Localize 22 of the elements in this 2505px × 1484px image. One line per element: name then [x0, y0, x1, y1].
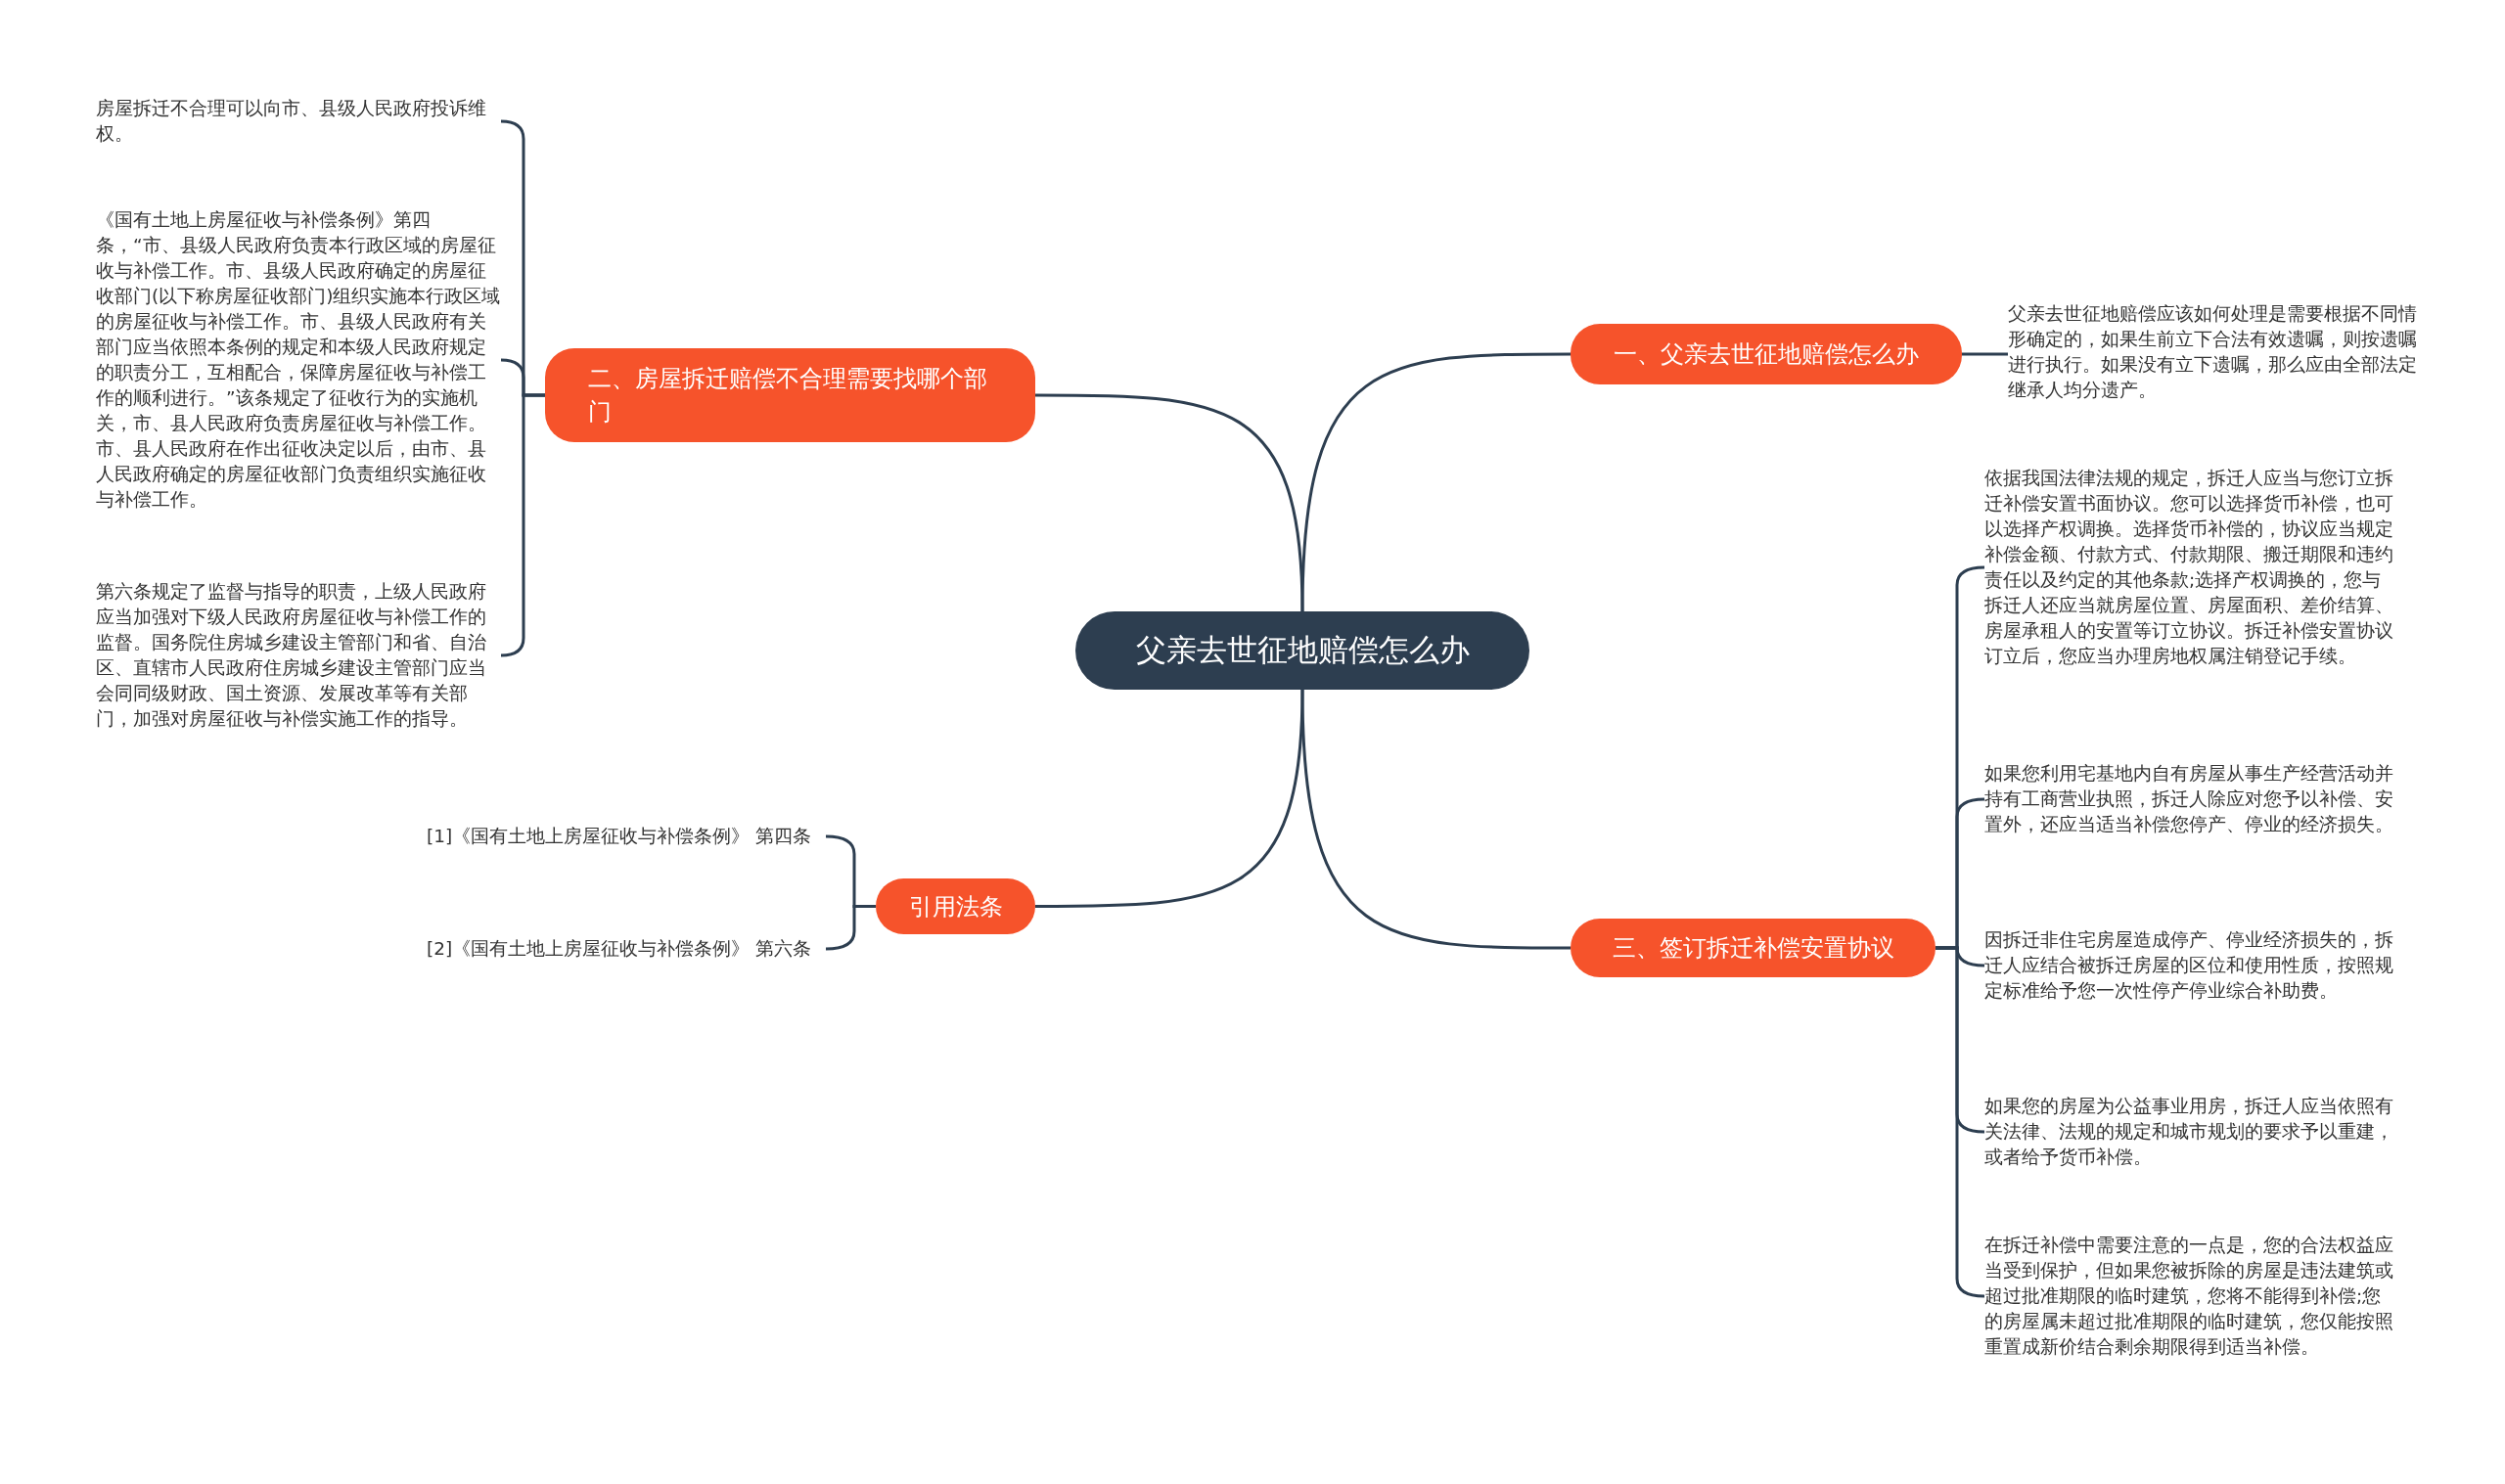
- connector: [1035, 393, 1304, 612]
- topic-pill: 三、签订拆迁补偿安置协议: [1571, 919, 1936, 977]
- topic-pill: 引用法条: [876, 878, 1035, 934]
- connector: [1300, 689, 1571, 950]
- topic-pill: 二、房屋拆迁赔偿不合理需要找哪个部门: [545, 348, 1035, 442]
- connector: [1962, 352, 2008, 356]
- note-text: [2]《国有土地上房屋征收与补偿条例》 第六条: [427, 936, 826, 962]
- connector: [1035, 689, 1304, 908]
- note-text: 如果您的房屋为公益事业用房，拆迁人应当依照有关法律、法规的规定和城市规划的要求予以重建，或者给予货币补偿。: [1984, 1094, 2395, 1170]
- note-text: 第六条规定了监督与指导的职责，上级人民政府应当加强对下级人民政府房屋征收与补偿工作的监督。国务院住房城乡建设主管部门和省、自治区、直辖市人民政府住房城乡建设主管部门应当会同同级财政、国土资源、发展改革等有关部门，加强对房屋征收与补偿实施工作的指导。: [96, 579, 501, 732]
- note-text: [1]《国有土地上房屋征收与补偿条例》 第四条: [427, 824, 826, 849]
- note-text: 《国有土地上房屋征收与补偿条例》第四条，“市、县级人民政府负责本行政区域的房屋征收与补偿工作。市、县级人民政府确定的房屋征收部门(以下称房屋征收部门)组织实施本行政区域的房屋征收与补偿工作。市、县级人民政府有关部门应当依照本条例的规定和本级人民政府规定的职责分工，互相配合，保障房屋征收与补偿工作的顺利进行。”该条规定了征收行为的实施机关，市、县人民政府负责房屋征收与补偿工作。市、县人民政府在作出征收决定以后，由市、县人民政府确定的房屋征收部门负责组织实施征收与补偿工作。: [96, 207, 501, 513]
- note-text: 父亲去世征地赔偿应该如何处理是需要根据不同情形确定的，如果生前立下合法有效遗嘱，则按遗嘱进行执行。如果没有立下遗嘱，那么应由全部法定继承人均分遗产。: [2008, 301, 2419, 403]
- note-text: 在拆迁补偿中需要注意的一点是，您的合法权益应当受到保护，但如果您被拆除的房屋是违法建筑或超过批准期限的临时建筑，您将不能得到补偿;您的房屋属未超过批准期限的临时建筑，您仅能按照重置成新价结合剩余期限得到适当补偿。: [1984, 1233, 2395, 1360]
- note-text: 依据我国法律法规的规定，拆迁人应当与您订立拆迁补偿安置书面协议。您可以选择货币补偿，也可以选择产权调换。选择货币补偿的，协议应当规定补偿金额、付款方式、付款期限、搬迁期限和违约责任以及约定的其他条款;选择产权调换的，您与拆迁人还应当就房屋位置、房屋面积、差价结算、房屋承租人的安置等订立协议。拆迁补偿安置协议订立后，您应当办理房地权属注销登记手续。: [1984, 466, 2395, 669]
- central-topic: 父亲去世征地赔偿怎么办: [1075, 611, 1529, 690]
- topic-pill: 一、父亲去世征地赔偿怎么办: [1571, 324, 1962, 384]
- connector: [825, 905, 876, 951]
- note-text: 如果您利用宅基地内自有房屋从事生产经营活动并持有工商营业执照，拆迁人除应对您予以补偿、安置外，还应当适当补偿您停产、停业的经济损失。: [1984, 761, 2395, 837]
- note-text: 因拆迁非住宅房屋造成停产、停业经济损失的，拆迁人应结合被拆迁房屋的区位和使用性质，按照规定标准给予您一次性停产停业综合补助费。: [1984, 927, 2395, 1004]
- note-text: 房屋拆迁不合理可以向市、县级人民政府投诉维权。: [96, 96, 501, 147]
- connector: [1300, 352, 1571, 612]
